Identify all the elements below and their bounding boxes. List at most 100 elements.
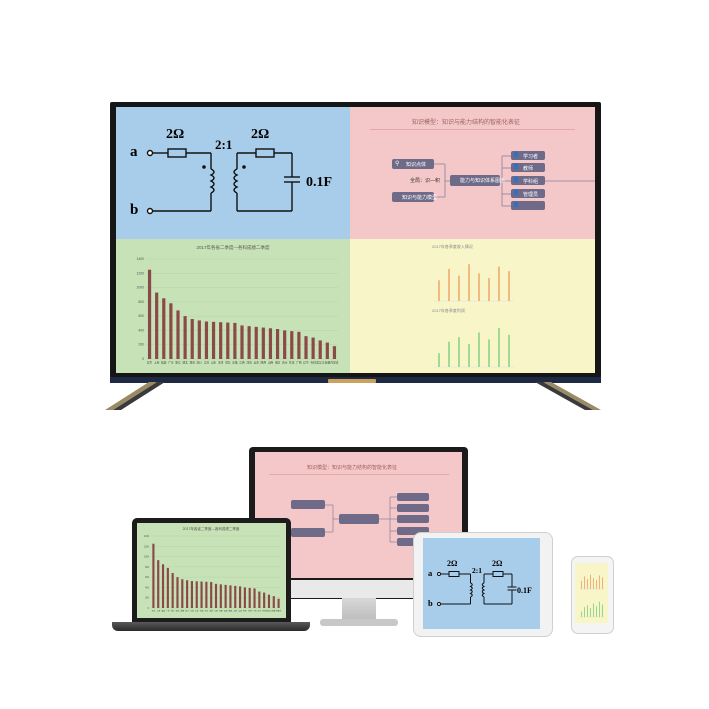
- small-bar: [478, 273, 480, 301]
- x-tick-label: 陕西: [229, 608, 233, 612]
- x-tick-label: 福建: [161, 608, 165, 612]
- right-node-5[interactable]: 👤: [511, 201, 545, 210]
- left-node-1[interactable]: 知识点体 ⚲: [392, 159, 434, 169]
- small-bar: [448, 341, 450, 367]
- x-tick-label: 北京: [152, 608, 156, 612]
- x-tick-label: 湖南: [180, 608, 184, 612]
- circuit-panel: a b 2Ω 2:1 2Ω 0.1F: [116, 107, 350, 239]
- small-bar: [590, 574, 591, 589]
- bar: [325, 342, 329, 359]
- small-bar: [488, 278, 490, 301]
- chart-title: 2017年各省二季度—各科成绩二季度: [196, 244, 270, 251]
- bar: [261, 327, 265, 359]
- bar: [248, 587, 251, 608]
- center-node[interactable]: 能力与知识体系图示: [450, 175, 505, 186]
- small-bar: [508, 334, 510, 367]
- small-bar: [508, 271, 510, 301]
- y-tick-label: 800: [145, 567, 150, 569]
- y-tick-label: 200: [145, 598, 150, 600]
- center-node-label: 能力与知识体系图示: [460, 178, 506, 184]
- bar: [247, 326, 251, 359]
- small-bar: [587, 579, 588, 589]
- bar: [214, 583, 218, 608]
- x-tick-label: 天津: [200, 608, 204, 612]
- y-tick-label: 400: [145, 587, 150, 589]
- right-node-4[interactable]: 👤管理员: [511, 189, 545, 198]
- x-tick-label: 重庆: [238, 608, 242, 612]
- bar: [195, 581, 198, 608]
- small-bar: [602, 577, 603, 589]
- y-tick-label: 1000: [136, 286, 144, 290]
- right-node-1[interactable]: 👤学习者: [511, 151, 545, 160]
- bar: [183, 316, 187, 359]
- small-bar: [584, 576, 585, 589]
- small-bar: [438, 353, 440, 367]
- bar: [204, 321, 209, 359]
- y-tick-label: 400: [138, 328, 144, 332]
- x-tick-label: 福建: [161, 360, 167, 364]
- x-tick-label: 河南: [246, 360, 252, 364]
- user-icon: 👤: [513, 177, 520, 183]
- circuit-wires: [146, 148, 300, 215]
- left-node-1-label: 知识点体: [406, 162, 427, 168]
- y-tick-label: 600: [145, 577, 150, 579]
- small-bar: [498, 266, 500, 301]
- right-node-3[interactable]: 👤学科组: [511, 176, 545, 185]
- bar: [224, 584, 227, 608]
- chart2-title: 2017年各季度利润: [432, 307, 465, 313]
- x-tick-label: 四川: [197, 360, 203, 364]
- y-tick-label: 1200: [136, 271, 144, 275]
- y-tick-label: 1000: [144, 557, 150, 559]
- small-bar: [478, 332, 480, 367]
- bar: [297, 331, 301, 359]
- y-tick-label: 0: [148, 608, 150, 610]
- x-tick-label: 新疆: [272, 608, 276, 612]
- small-bar: [599, 601, 600, 617]
- phone-charts: [580, 574, 604, 618]
- small-charts: 2017年各季度收入情况 2017年各季度利润: [432, 243, 514, 368]
- left-node-2[interactable]: 知识与能力模型: [392, 192, 437, 202]
- x-tick-label: 湖北: [176, 608, 180, 612]
- small-bar: [581, 611, 582, 617]
- x-tick-label: 广东: [168, 360, 174, 364]
- x-tick-label: 江西: [214, 608, 218, 612]
- bar: [332, 346, 337, 359]
- search-icon: ⚲: [395, 161, 400, 167]
- small-bar: [593, 578, 594, 589]
- x-tick-label: 广东: [166, 608, 170, 612]
- bar: [240, 325, 244, 359]
- small-bar: [458, 275, 460, 301]
- small-bar: [438, 280, 440, 301]
- x-tick-label: 上海: [156, 608, 160, 612]
- dot-primary: [202, 165, 206, 169]
- bar: [318, 340, 322, 359]
- bar: [234, 585, 237, 608]
- bar: [219, 584, 222, 608]
- r1-label: 2Ω: [166, 127, 184, 142]
- title-divider: [370, 129, 575, 130]
- right-node-2[interactable]: 👤教师: [511, 163, 545, 172]
- x-tick-label: 天津: [218, 360, 224, 364]
- cap-label: 0.1F: [306, 175, 332, 190]
- bar: [263, 592, 266, 608]
- bar: [176, 577, 179, 608]
- bar: [226, 322, 230, 359]
- bar: [311, 337, 315, 359]
- bar-chart: 2017年各省二季度—各科成绩二季度 140012001000800600400…: [136, 244, 338, 364]
- tablet-circuit: a b 2Ω 2:1 2Ω 0.1F: [428, 559, 532, 608]
- tablet-node-a: a: [428, 568, 433, 578]
- monitor-base: [320, 619, 398, 626]
- x-tick-label: 山西: [233, 608, 237, 612]
- x-tick-label: 贵州: [282, 360, 288, 364]
- x-tick-label: 安徽: [209, 608, 213, 612]
- bar: [243, 587, 246, 608]
- small-bar: [596, 580, 597, 589]
- right-node-label: 学习者: [523, 154, 539, 160]
- small-bar: [488, 339, 490, 367]
- bar: [171, 573, 174, 608]
- small-bar: [468, 344, 470, 367]
- x-tick-label: 山东: [211, 360, 217, 364]
- knowledge-map-panel: 知识模型：知识与能力结构的智能化表征 知识点体 ⚲ 知识与能力模型: [350, 107, 595, 239]
- x-tick-label: 新疆: [325, 360, 331, 364]
